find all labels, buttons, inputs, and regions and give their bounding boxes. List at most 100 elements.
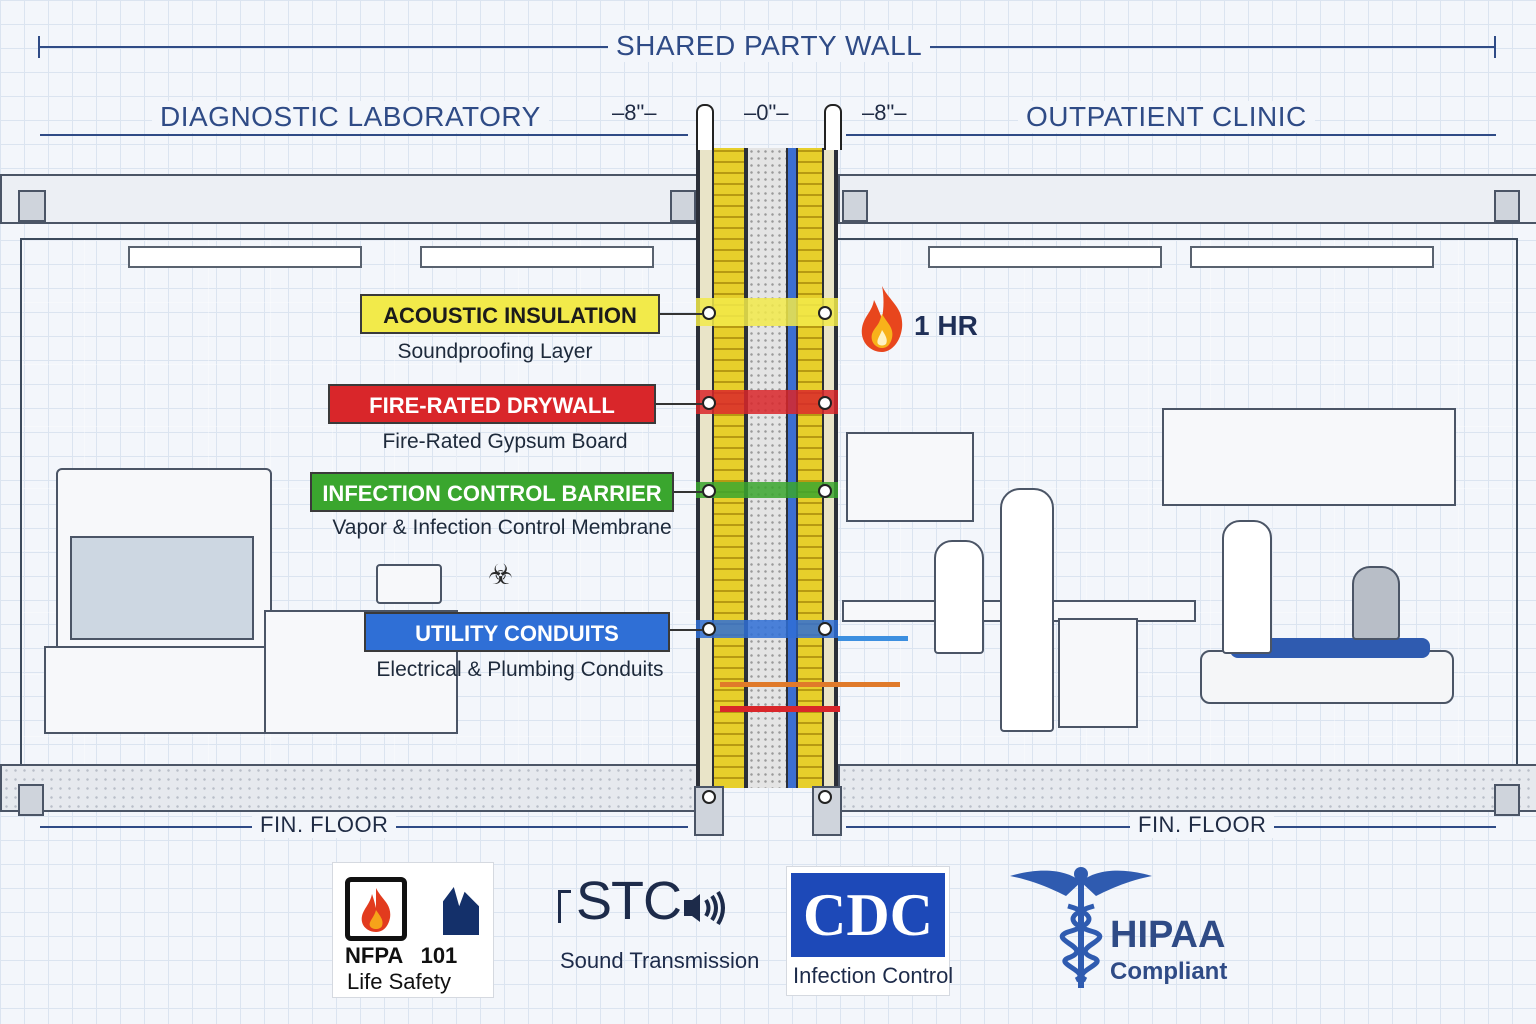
hipaa-subtitle: Compliant <box>1110 958 1228 985</box>
wall-layer-drywall-right <box>824 148 834 788</box>
cdc-logo: CDC Infection Control <box>786 866 954 996</box>
node <box>818 790 832 804</box>
flame-icon <box>856 284 908 354</box>
node <box>818 396 832 410</box>
dimension-center: –0"– <box>744 100 789 125</box>
acoustic-band <box>696 298 838 326</box>
page-title: SHARED PARTY WALL <box>608 30 931 62</box>
callout-infection-control-barrier-sub: Vapor & Infection Control Membrane <box>332 516 672 539</box>
wall-top-marker-left <box>696 104 714 150</box>
centrifuge <box>376 564 442 604</box>
node <box>818 622 832 636</box>
floor-slab-right <box>838 764 1536 812</box>
stc-logo: STC Sound Transmission <box>556 870 759 990</box>
stc-subtitle: Sound Transmission <box>560 948 760 973</box>
ceiling-light <box>128 246 362 268</box>
dimension-left: –8"– <box>612 100 657 125</box>
ceiling-left <box>0 174 698 224</box>
biohazard-icon: ☣ <box>488 559 514 590</box>
clinician-figure <box>1000 488 1054 732</box>
caduceus-icon <box>1006 862 1156 992</box>
floor-post-right <box>1494 784 1520 816</box>
cdc-mark: CDC <box>791 873 945 957</box>
callout-utility-conduits: UTILITY CONDUITS <box>364 612 670 652</box>
callout-infection-control-barrier: INFECTION CONTROL BARRIER <box>310 472 674 512</box>
hipaa-title: HIPAA <box>1110 914 1226 956</box>
hipaa-logo: HIPAA Compliant <box>1006 862 1246 992</box>
leader-line <box>670 629 702 631</box>
ceiling-light <box>1190 246 1434 268</box>
drawer-unit <box>1058 618 1138 728</box>
callout-fire-rated-drywall: FIRE-RATED DRYWALL <box>328 384 656 424</box>
conduit-line-blue <box>838 636 908 641</box>
wall-layer-gypsum-core <box>748 148 786 788</box>
exam-bed <box>1200 650 1454 704</box>
cdc-title: CDC <box>803 882 933 948</box>
conduit-line-red <box>720 706 840 712</box>
lab-bench <box>44 646 274 734</box>
floor-slab-left <box>0 764 698 812</box>
room-label-right: OUTPATIENT CLINIC <box>1018 101 1315 133</box>
fire-band <box>696 390 838 414</box>
ceiling-light <box>420 246 654 268</box>
upper-cabinets-right <box>1162 408 1456 506</box>
callout-acoustic-insulation-sub: Soundproofing Layer <box>397 340 593 363</box>
nfpa-logo: NFPA 101 Life Safety <box>332 862 494 998</box>
ceiling-right <box>838 174 1536 224</box>
dimension-right: –8"– <box>862 100 907 125</box>
callout-acoustic-insulation: ACOUSTIC INSULATION <box>360 294 660 334</box>
node <box>702 396 716 410</box>
leader-line <box>674 491 702 493</box>
node <box>702 790 716 804</box>
top-dim-tick-left <box>38 36 40 58</box>
floor-label-left: FIN. FLOOR <box>252 812 397 838</box>
infection-band <box>696 482 838 498</box>
fire-rating-label: 1 HR <box>914 310 978 341</box>
stc-bracket <box>558 890 571 923</box>
technician-figure <box>934 540 984 654</box>
biosafety-cabinet-window <box>70 536 254 640</box>
nfpa-text-number: 101 <box>420 943 458 968</box>
patient-figure <box>1352 566 1400 640</box>
right-room-dimension-line <box>846 134 1496 136</box>
ceiling-post-left <box>18 190 46 222</box>
wall-base-left <box>694 786 724 836</box>
ceiling-light <box>928 246 1162 268</box>
floor-label-right: FIN. FLOOR <box>1130 812 1275 838</box>
nfpa-text: NFPA 101 <box>345 943 457 969</box>
ceiling-post-mid-left <box>670 190 696 222</box>
leader-line <box>660 313 702 315</box>
node <box>702 622 716 636</box>
dimension-right-value: 8" <box>874 100 895 125</box>
node <box>818 484 832 498</box>
wall-layer-drywall-left <box>700 148 712 788</box>
node <box>818 306 832 320</box>
dimension-left-value: 8" <box>624 100 645 125</box>
top-dim-tick-right <box>1494 36 1496 58</box>
dimension-center-value: 0" <box>756 100 777 125</box>
wall-layer-insulation-left <box>714 148 744 788</box>
room-label-left: DIAGNOSTIC LABORATORY <box>152 101 549 133</box>
doctor-figure <box>1222 520 1272 654</box>
stc-title: STC <box>576 871 682 931</box>
cdc-subtitle: Infection Control <box>793 963 954 988</box>
node <box>702 306 716 320</box>
ceiling-post-mid-right <box>842 190 868 222</box>
sound-waves-icon <box>680 888 730 928</box>
wall-layer-stud <box>788 148 796 788</box>
leader-line <box>656 403 702 405</box>
nfpa-flame-box <box>345 877 407 941</box>
exam-bed-mattress <box>1230 638 1430 658</box>
nfpa-subtitle: Life Safety <box>347 969 451 994</box>
wall-layer-insulation-right <box>798 148 822 788</box>
callout-utility-conduits-sub: Electrical & Plumbing Conduits <box>376 658 664 681</box>
callout-fire-rated-drywall-sub: Fire-Rated Gypsum Board <box>382 430 628 453</box>
floor-post-left <box>18 784 44 816</box>
left-room-dimension-line <box>40 134 688 136</box>
ceiling-post-right <box>1494 190 1520 222</box>
nfpa-building-icon <box>443 887 479 935</box>
nfpa-text-name: NFPA <box>345 943 403 968</box>
wall-top-marker-right <box>824 104 842 150</box>
conduit-line-orange <box>720 682 900 687</box>
utility-band <box>696 620 838 638</box>
